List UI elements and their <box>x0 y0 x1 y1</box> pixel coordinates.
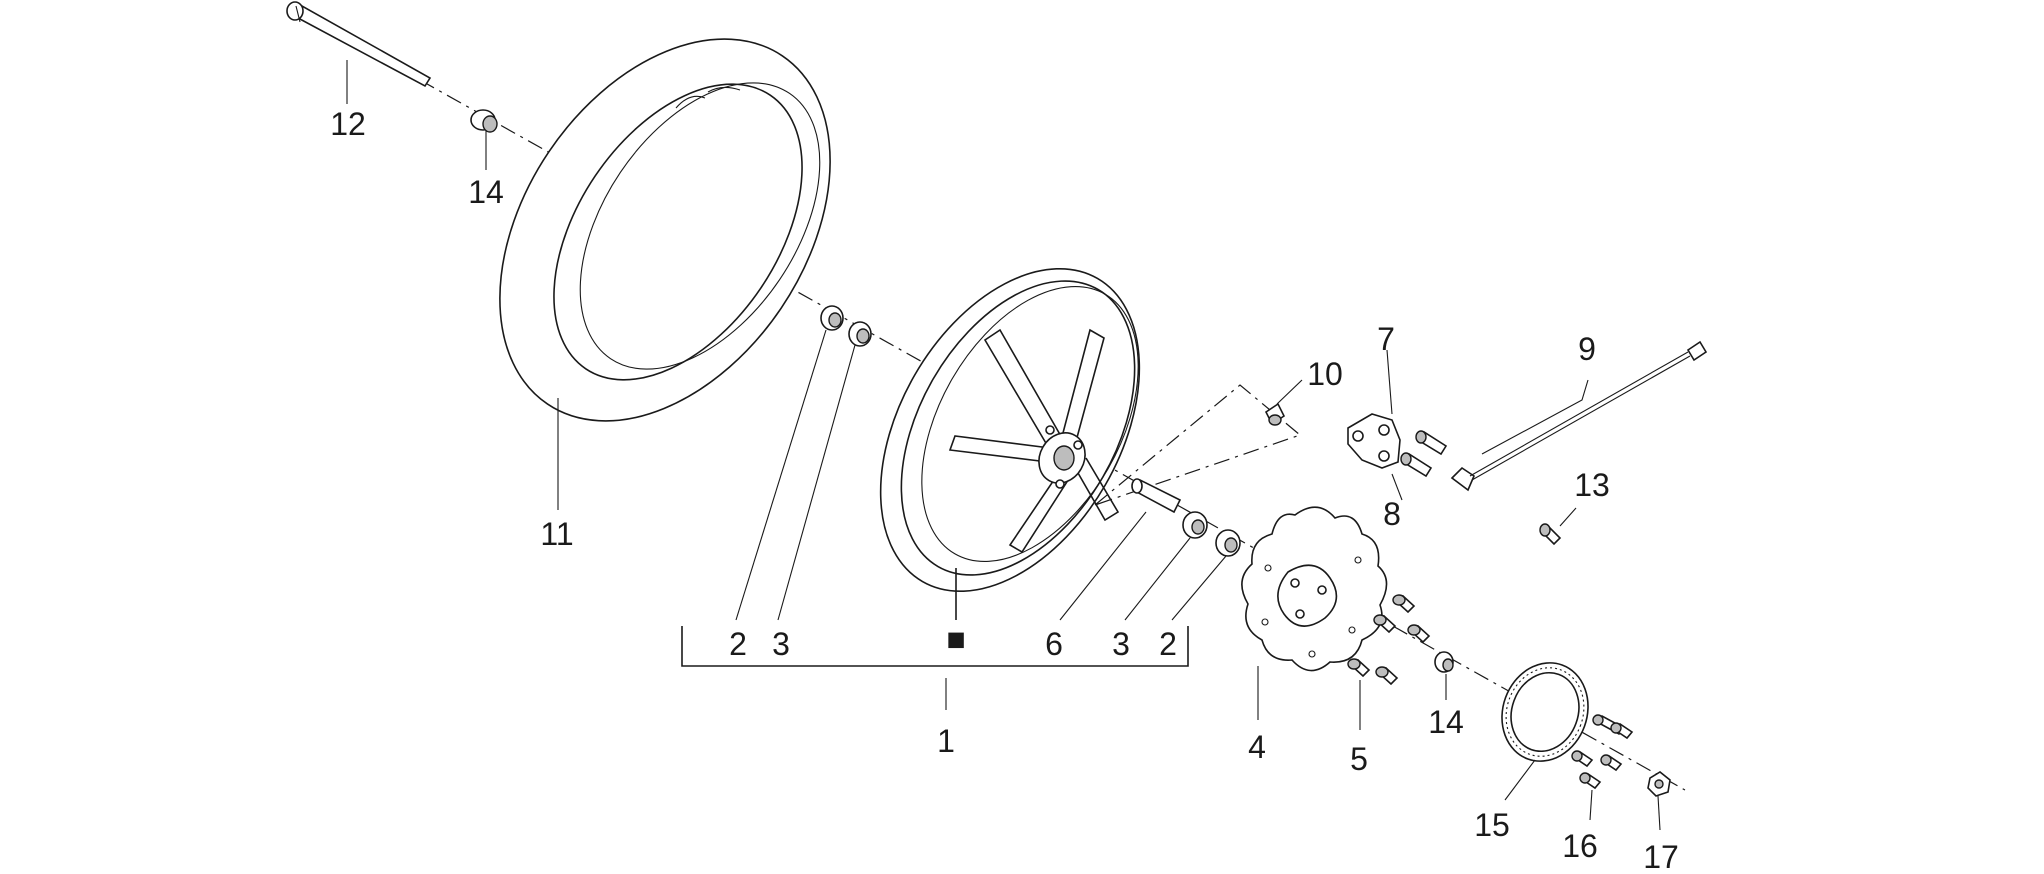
callout-14-top: 14 <box>468 174 504 210</box>
callout-1: 1 <box>937 723 955 759</box>
callout-2-right: 2 <box>1159 626 1177 662</box>
speed-sensor-part <box>1450 340 1708 492</box>
callout-13: 13 <box>1574 467 1610 503</box>
callout-7: 7 <box>1377 321 1395 357</box>
bearing-part-right-3 <box>1182 511 1208 539</box>
callout-2-left: 2 <box>729 626 747 662</box>
callout-15: 15 <box>1474 807 1510 843</box>
brake-disc-part <box>1241 506 1388 672</box>
bearing-part-right-2 <box>1215 529 1241 557</box>
axle-part <box>286 1 432 88</box>
sensor-bracket-part <box>1347 413 1401 469</box>
callout-14-bottom: 14 <box>1428 704 1464 740</box>
leader-lines <box>346 60 1661 831</box>
ring-screw-parts <box>1571 714 1634 790</box>
callout-3-right: 3 <box>1112 626 1130 662</box>
bearing-part-left-3 <box>848 321 872 347</box>
tire-part <box>499 38 831 422</box>
callout-5: 5 <box>1350 741 1368 777</box>
tone-ring-part <box>1501 662 1589 762</box>
callout-6: 6 <box>1045 626 1063 662</box>
valve-part <box>1264 402 1286 426</box>
spacer-part-top <box>470 109 498 133</box>
spacer-part-bottom <box>1434 651 1454 673</box>
callout-12: 12 <box>330 106 366 142</box>
callout-17: 17 <box>1643 839 1679 874</box>
bearing-part-left-2 <box>820 305 844 331</box>
disc-bolt-parts <box>1347 594 1431 686</box>
sensor-screw-part <box>1539 523 1562 546</box>
rim-part <box>879 267 1141 593</box>
callout-10: 10 <box>1307 356 1343 392</box>
callout-3-left: 3 <box>772 626 790 662</box>
spacer-tube-part <box>1131 478 1182 514</box>
callout-11: 11 <box>540 516 573 552</box>
callout-9: 9 <box>1578 331 1596 367</box>
callout-8: 8 <box>1383 496 1401 532</box>
callout-labels: 12 14 11 2 3 6 3 2 1 10 7 9 8 13 4 5 14 … <box>330 106 1679 874</box>
nut-part <box>1647 771 1671 797</box>
bracket-screw-parts <box>1400 430 1448 478</box>
callout-16: 16 <box>1562 828 1598 864</box>
assembly-marker: ■ <box>946 621 965 657</box>
callout-4: 4 <box>1248 729 1266 765</box>
